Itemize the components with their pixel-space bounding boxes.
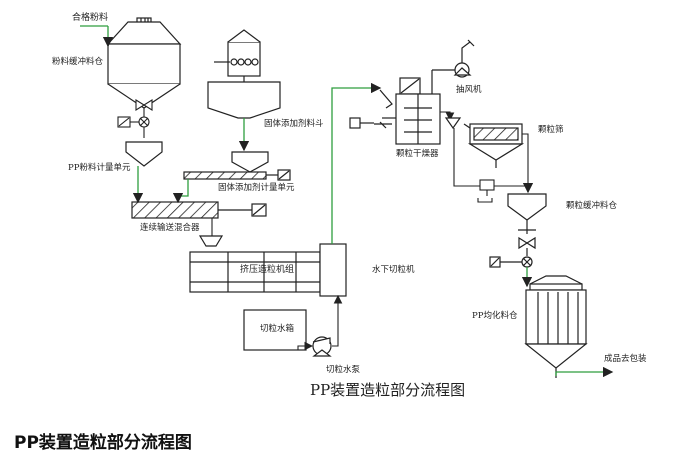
additive-to-mixer-line (172, 179, 189, 204)
exhaust-fan (431, 39, 475, 94)
pellet-buffer-bin (489, 193, 547, 268)
pellet-riser-line (331, 82, 382, 244)
label-pellet-water-tank: 切粒水箱 (260, 323, 295, 334)
pellet-screen (444, 117, 525, 168)
pp-homogenizing-silo (524, 275, 588, 378)
solid-additive-hopper (207, 29, 281, 119)
label-qualified-powder: 合格粉料 (72, 11, 108, 23)
pump-to-pelletizer-line (332, 294, 343, 347)
tank-to-pump-line (297, 341, 314, 351)
label-underwater-pelletizer: 水下切粒机 (372, 264, 415, 275)
underwater-pelletizer (319, 243, 347, 297)
screen-bypass-line (453, 128, 480, 187)
rotary-valve-1 (117, 99, 153, 138)
process-flow-diagram: 合格粉料 粉料缓冲料仓 PP粉料计量单元 固体添加剂料斗 固体 (52, 11, 647, 399)
screen-to-buffer-line (494, 133, 529, 187)
bypass-valve (477, 179, 495, 203)
powder-buffer-bin (106, 17, 182, 109)
label-pp-powder-meter: PP粉料计量单元 (68, 162, 131, 173)
label-pp-homogenizing-silo: PP均化料仓 (472, 310, 518, 321)
label-exhaust-fan: 抽风机 (456, 84, 482, 95)
diagram-caption: PP装置造粒部分流程图 (310, 381, 465, 399)
label-pellet-buffer-bin: 颗粒缓冲料仓 (566, 200, 618, 211)
label-solid-additive-hopper: 固体添加剂料斗 (264, 118, 324, 129)
label-solid-additive-meter: 固体添加剂计量单元 (218, 182, 295, 193)
label-powder-buffer-bin: 粉料缓冲料仓 (52, 56, 104, 67)
pp-powder-meter (125, 141, 163, 167)
pellet-dryer (349, 77, 441, 145)
dryer-to-screen-line (440, 111, 455, 122)
label-continuous-mixer: 连续输送混合器 (140, 222, 200, 233)
continuous-mixer (131, 201, 267, 219)
label-to-packaging: 成品去包装 (604, 353, 647, 364)
solid-additive-meter (183, 151, 291, 181)
label-pellet-screen: 颗粒筛 (538, 124, 564, 135)
label-pellet-water-pump: 切粒水泵 (326, 364, 361, 375)
extruder-pelletizer (189, 235, 321, 293)
label-extruder-pelletizer: 挤压造粒机组 (240, 263, 294, 275)
label-pellet-dryer: 颗粒干燥器 (396, 148, 439, 159)
silo-to-packaging-line (555, 366, 614, 378)
pellet-water-pump (312, 336, 332, 357)
page-heading: PP装置造粒部分流程图 (14, 433, 192, 453)
pellet-water-tank (243, 309, 307, 351)
